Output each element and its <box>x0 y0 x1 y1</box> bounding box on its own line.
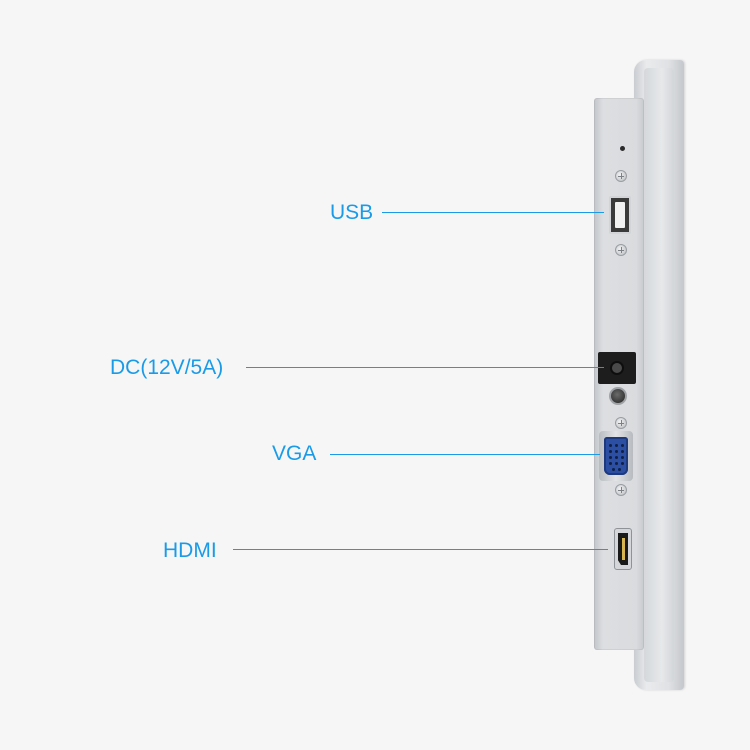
screw-icon <box>615 417 627 429</box>
vga-leader-line <box>330 454 600 455</box>
vga-pin <box>621 450 624 453</box>
vga-port <box>599 431 633 481</box>
hdmi-leader-line <box>233 549 608 550</box>
vga-pin <box>615 456 618 459</box>
vga-pin <box>621 462 624 465</box>
vga-label: VGA <box>272 442 317 465</box>
vga-pin <box>621 456 624 459</box>
vga-connector-face <box>604 437 628 475</box>
dc-label: DC(12V/5A) <box>110 356 224 379</box>
screw-icon <box>615 170 627 182</box>
vga-pin <box>615 462 618 465</box>
vga-pin <box>618 468 621 471</box>
screw-icon <box>615 244 627 256</box>
usb-port <box>609 196 631 234</box>
usb-label: USB <box>330 201 374 224</box>
hdmi-label: HDMI <box>163 539 217 562</box>
vga-pin <box>615 444 618 447</box>
vga-pin <box>609 456 612 459</box>
usb-leader-line <box>382 212 604 213</box>
hdmi-port <box>614 528 632 570</box>
vga-pin <box>615 450 618 453</box>
usb-tongue <box>615 202 625 228</box>
hdmi-contacts <box>622 538 625 560</box>
reset-pinhole <box>620 146 625 151</box>
vga-pin <box>609 444 612 447</box>
screw-icon <box>615 484 627 496</box>
vga-pin <box>612 468 615 471</box>
dc-power-port <box>598 352 636 384</box>
dc-jack-hole <box>610 361 624 375</box>
vga-pin <box>621 444 624 447</box>
dc-leader-line <box>246 367 604 368</box>
vga-pin <box>609 462 612 465</box>
power-button <box>609 387 627 405</box>
vga-pin <box>609 450 612 453</box>
